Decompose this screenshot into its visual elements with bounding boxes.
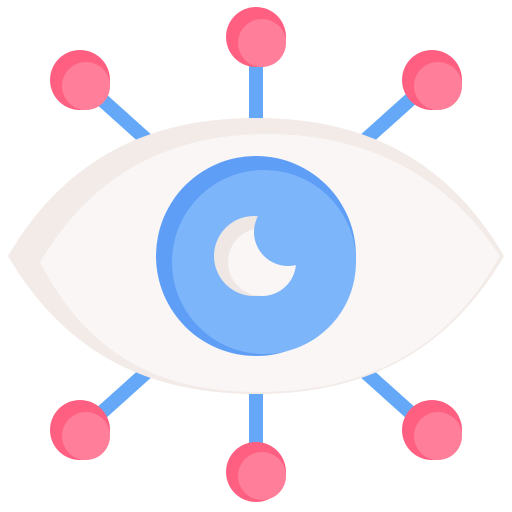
node-bottom-right [402,400,462,460]
pupil [214,198,322,296]
node-bottom [226,442,286,502]
node-top-right [402,50,462,110]
node-top [226,7,286,67]
node-bottom-left [50,400,110,460]
connector-nodes [50,7,462,502]
node-top-left [50,50,110,110]
